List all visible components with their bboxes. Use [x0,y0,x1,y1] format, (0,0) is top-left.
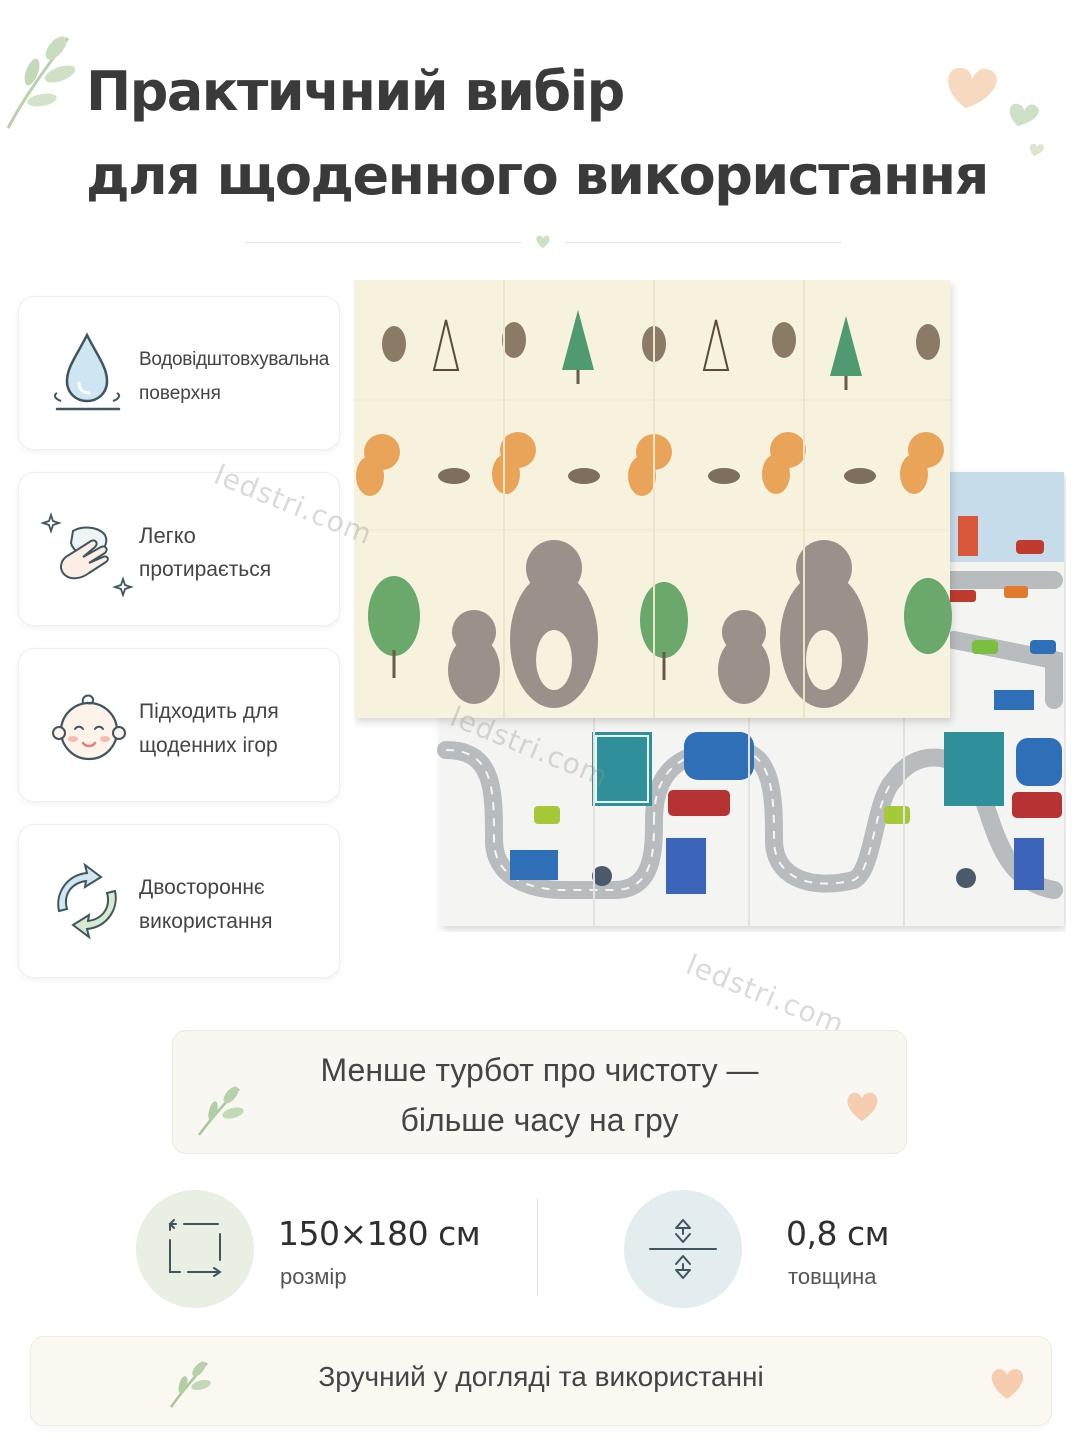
size-frame-icon [168,1219,222,1277]
tagline-box: Менше турбот про чистоту — більше часу н… [172,1030,907,1154]
title-divider [245,232,841,252]
size-icon-circle [136,1190,254,1308]
spec-separator [537,1198,538,1296]
feature-label-line-1: Легко [139,523,196,548]
leaf-sprig-icon [169,1361,211,1408]
bottom-banner: Зручний у догляді та використанні [30,1336,1052,1426]
reversible-arrows-icon [57,862,117,940]
feature-card-reversible: Двостороннє використання [18,824,340,978]
thickness-label: товщина [788,1264,877,1289]
page-title: Практичний вибір для щоденного використа… [86,50,1046,218]
heart-icon [847,1092,878,1121]
tagline-line-2: більше часу на гру [400,1102,679,1138]
small-heart-icon [536,235,550,248]
thickness-icon [649,1219,717,1279]
feature-label-line-2: використання [139,910,273,933]
wiping-hand-icon [40,512,134,597]
feature-label-line-2: протирається [139,558,272,581]
feature-label-line-1: Водовідштовхувальна [139,349,330,370]
feature-label-line-2: поверхня [139,383,221,404]
thickness-value: 0,8 см [786,1214,890,1253]
tagline-line-1: Менше турбот про чистоту — [320,1052,759,1088]
feature-label-line-1: Підходить для [139,700,279,723]
feature-label-line-1: Двостороннє [139,876,265,899]
page-title-line-1: Практичний вибір [86,60,625,123]
hearts-decor-icon [948,67,1044,156]
page-title-line-2: для щоденного використання [86,144,989,207]
feature-label-line-2: щоденних ігор [139,734,278,757]
feature-card-daily-play: Підходить для щоденних ігор [18,648,340,802]
feature-card-water-repellent: Водовідштовхувальна поверхня [18,296,340,450]
bottom-text: Зручний у догляді та використанні [318,1361,764,1392]
leaf-branch-icon [6,36,76,129]
leaf-sprig-icon [198,1086,244,1136]
size-value: 150×180 см [278,1214,481,1253]
play-mat-image [354,280,1064,926]
size-label: розмір [280,1264,347,1289]
watermark: ledstri.com [681,948,850,1042]
heart-icon [991,1369,1024,1399]
thickness-icon-circle [624,1190,742,1308]
feature-card-easy-wipe: Легко протирається [18,472,340,626]
water-drop-icon [53,332,121,411]
baby-face-icon [52,694,126,761]
